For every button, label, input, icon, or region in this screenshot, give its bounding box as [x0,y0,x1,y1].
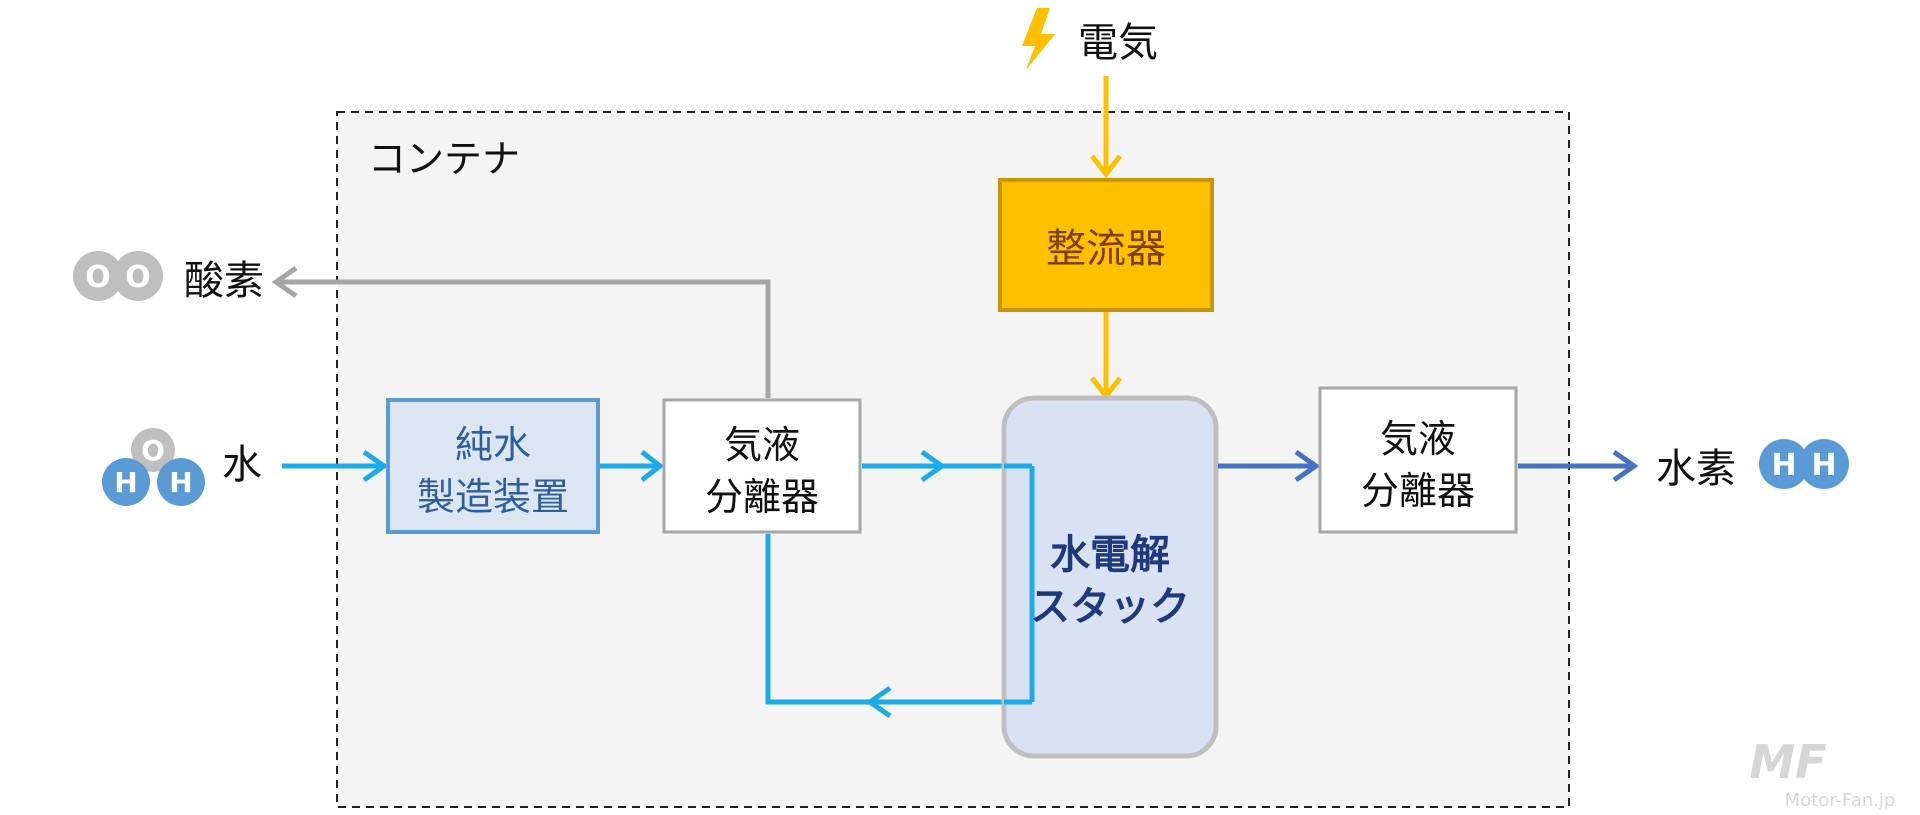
electrolysis-stack: 水電解 スタック [1001,395,1219,759]
oxygen-atom-letter: O [125,260,151,295]
watermark: MF Motor-Fan.jp [1749,735,1895,811]
hydrogen-output: 水素 H H [1518,439,1849,492]
hydrogen-atom-icon [102,458,150,506]
water-molecule-hydrogen-letter: H [114,466,137,499]
lightning-icon [1022,8,1055,70]
water-molecule-oxygen-letter: O [141,434,165,467]
separator-left-box [662,398,862,534]
watermark-logo: MF [1749,735,1826,789]
oxygen-output: O O 酸素 [73,251,771,398]
oxygen-flow-arrowhead [271,265,298,299]
container-label: コンテナ [368,137,520,181]
electrolysis-stack-line2: スタック [1030,584,1190,630]
oxygen-label: 酸素 [184,258,264,304]
pure-to-separator-arrowhead [640,450,665,482]
separator-left-line2: 分離器 [705,475,819,519]
separator-right-line2: 分離器 [1361,469,1475,513]
rectifier-box [998,178,1214,312]
hydrogen-flow-arrowhead [1612,449,1639,483]
power-label: 電気 [1078,20,1158,66]
electrolysis-stack-box [1001,395,1219,759]
hydrogen-atom-icon [157,458,205,506]
stack-to-separator-arrowhead [1294,449,1321,483]
pure-water-unit-line2: 製造装置 [417,475,569,519]
rectifier-label: 整流器 [1046,226,1166,272]
hydrogen-flow-1 [1218,449,1321,483]
pure-water-unit: 純水 製造装置 [386,398,665,534]
oxygen-atom-icon [73,251,123,301]
separator-left: 気液 分離器 [662,398,862,534]
water-loop-arrowhead-left [865,685,892,719]
hydrogen-label: 水素 [1656,446,1736,492]
oxygen-atom-letter: O [85,260,111,295]
power-input: 電気 [1022,8,1158,179]
water-label: 水 [222,442,262,488]
separator-left-line1: 気液 [724,423,800,467]
water-flow-arrowhead [362,449,389,483]
pure-water-unit-box [386,398,600,534]
water-loop-arrowhead-right [920,449,947,483]
hydrogen-atom-icon [1799,439,1849,489]
rectifier: 整流器 [998,178,1214,401]
power-flow-arrowhead [1090,154,1122,179]
hydrogen-molecule-letter: H [1811,448,1836,483]
oxygen-flow-line [280,279,771,398]
electrolysis-stack-line1: 水電解 [1050,532,1170,578]
separator-right-box [1318,386,1518,534]
water-molecule-hydrogen-letter: H [169,466,192,499]
water-input: O H H 水 [102,428,389,506]
watermark-text: Motor-Fan.jp [1785,790,1896,811]
oxygen-atom-icon [113,251,163,301]
oxygen-atom-icon [131,428,175,472]
hydrogen-atom-icon [1759,439,1809,489]
pure-water-unit-line1: 純水 [455,423,531,467]
separator-right-line1: 気液 [1380,417,1456,461]
separator-right: 気液 分離器 [1318,386,1518,534]
hydrogen-molecule-letter: H [1771,448,1796,483]
